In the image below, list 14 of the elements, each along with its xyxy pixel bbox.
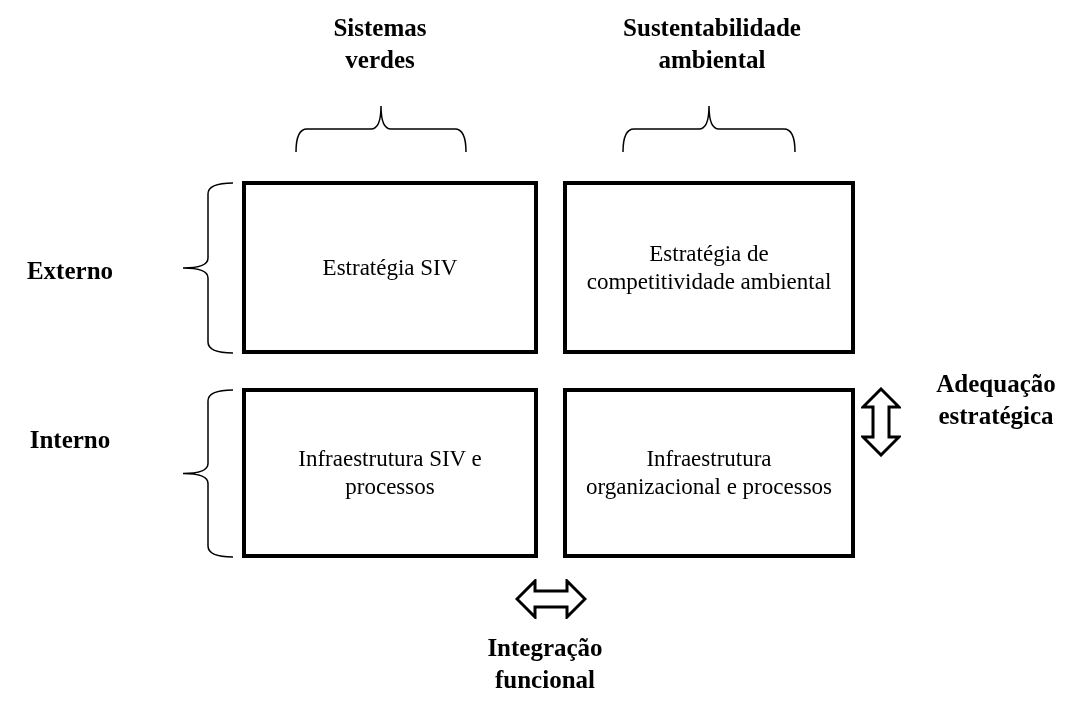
box-text: Estratégia de competitividade ambiental <box>585 239 833 296</box>
axis-label: Integração funcional <box>486 633 604 695</box>
text-box <box>242 181 538 354</box>
text-box <box>563 181 855 354</box>
axis-label: Interno <box>28 425 112 455</box>
text-box <box>242 388 538 558</box>
box-text: Infraestrutura SIV e processos <box>297 445 483 501</box>
axis-label: Sustentabilidade ambiental <box>622 13 802 75</box>
box-text: Estratégia SIV <box>322 253 458 282</box>
axis-label: Sistemas verdes <box>332 13 428 75</box>
axis-label: Externo <box>25 256 115 286</box>
axis-label: Adequação estratégica <box>935 369 1057 431</box>
box-text: Infraestrutura organizacional e processos <box>584 445 834 501</box>
text-box <box>563 388 855 558</box>
